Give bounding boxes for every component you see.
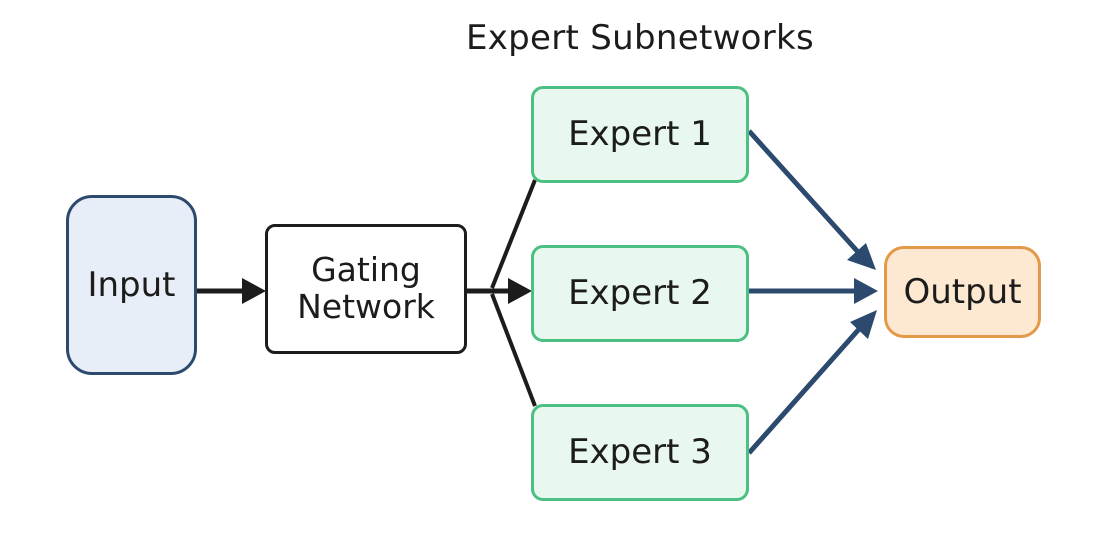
input-label: Input xyxy=(87,264,176,305)
output-label: Output xyxy=(903,271,1022,312)
diagram-title: Expert Subnetworks xyxy=(465,18,815,58)
gating-to-expert2-arrowhead xyxy=(508,278,532,304)
input-to-gating-arrowhead xyxy=(242,278,266,304)
expert1-to-output-arrow xyxy=(747,129,860,254)
expert3-to-output-arrowhead xyxy=(850,310,877,339)
gating-label-line2: Network xyxy=(297,287,435,326)
expert2-to-output-arrowhead xyxy=(854,278,878,304)
expert-1-node: Expert 1 xyxy=(531,86,749,183)
gating-label-line1: Gating xyxy=(311,250,421,290)
expert-2-node: Expert 2 xyxy=(531,245,749,342)
gating-network-node: Gating Network xyxy=(265,224,467,354)
expert3-to-output-arrow xyxy=(747,326,862,455)
expert-3-label: Expert 3 xyxy=(568,432,712,473)
branch-to-expert3-line xyxy=(490,293,537,407)
input-node: Input xyxy=(66,195,197,375)
expert-1-label: Expert 1 xyxy=(568,114,712,155)
output-node: Output xyxy=(884,246,1041,338)
expert-3-node: Expert 3 xyxy=(531,404,749,501)
branch-to-expert1-line xyxy=(490,179,537,289)
expert1-to-output-arrowhead xyxy=(847,243,876,270)
expert-2-label: Expert 2 xyxy=(568,273,712,314)
